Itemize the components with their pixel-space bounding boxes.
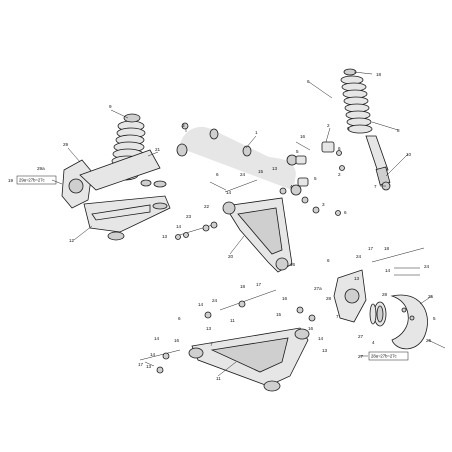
- label-16-lower: 16: [282, 296, 288, 301]
- small-hardware-cluster: [279, 141, 345, 216]
- label-11-lower: 11: [230, 318, 235, 323]
- label-3-top: 3: [182, 123, 185, 128]
- label-20: 20: [228, 254, 234, 259]
- label-5-right: 5: [314, 176, 317, 181]
- label-29: 29: [63, 142, 69, 147]
- left-reference-text: 29a~27b~27c: [19, 178, 45, 183]
- knuckle-hub-assembly: 28a~27b~27c: [333, 247, 428, 361]
- label-13-knuckle: 13: [354, 276, 360, 281]
- part-labels: 9 29 21 29a 19 12 3 1 6 24 15 13 14 22 2…: [8, 72, 436, 381]
- label-6-knuckle: 6: [327, 258, 330, 263]
- label-16-top: 16: [300, 134, 306, 139]
- label-27-box: 27: [358, 354, 364, 359]
- label-14-lower: 14: [198, 302, 204, 307]
- label-14-far: 14: [150, 352, 156, 357]
- label-27a: 27a: [314, 286, 322, 291]
- label-28-hub: 28: [382, 292, 388, 297]
- label-3-right: 3: [322, 202, 325, 207]
- right-shock-assembly: [340, 68, 391, 191]
- left-upper-arm: [79, 149, 161, 191]
- label-7-lower: 7: [210, 342, 213, 347]
- label-19: 19: [8, 178, 14, 183]
- label-13-far: 13: [146, 364, 152, 369]
- label-17-knuckle: 17: [368, 246, 374, 251]
- label-16-center: 16: [290, 262, 296, 267]
- label-18-knuckle: 18: [384, 246, 390, 251]
- label-14-left: 14: [176, 224, 182, 229]
- label-17-far: 17: [138, 362, 144, 367]
- left-shock-assembly: 29a~27b~27c: [16, 113, 171, 241]
- label-4: 4: [290, 184, 293, 189]
- label-18-top: 18: [376, 72, 382, 77]
- label-6-low: 6: [344, 210, 347, 215]
- label-14-knuckle: 14: [385, 268, 391, 273]
- label-4-hub: 4: [372, 340, 375, 345]
- label-25: 25: [428, 294, 434, 299]
- label-21: 21: [155, 147, 161, 152]
- label-7-hub: 7: [336, 314, 339, 319]
- label-13-lower: 13: [206, 326, 212, 331]
- upper-a-arm: [175, 179, 293, 273]
- label-2: 2: [327, 123, 330, 128]
- label-7-upper: 7: [374, 184, 377, 189]
- label-14-hub: 14: [318, 336, 324, 341]
- right-reference-text: 28a~27b~27c: [371, 354, 397, 359]
- label-17-lower: 17: [256, 282, 262, 287]
- label-13-upper: 13: [272, 166, 278, 171]
- leader-lines: [51, 71, 446, 377]
- label-13-left: 13: [162, 234, 168, 239]
- stabilizer-bar: [176, 122, 302, 196]
- label-28-mid: 28: [326, 296, 332, 301]
- label-15-lower: 15: [276, 312, 282, 317]
- label-5: 5: [296, 149, 299, 154]
- label-6-lower: 6: [178, 316, 181, 321]
- label-29a: 29a: [37, 166, 45, 171]
- label-26: 26: [426, 338, 432, 343]
- lower-a-arm: [139, 289, 316, 392]
- right-reference-box: [368, 351, 409, 361]
- label-22: 22: [204, 204, 210, 209]
- label-13-hub: 13: [322, 348, 328, 353]
- label-16-hub: 16: [308, 326, 314, 331]
- label-11: 11: [216, 376, 221, 381]
- label-18-lower: 18: [240, 284, 246, 289]
- left-reference-box: [16, 175, 57, 185]
- label-5-disc: 5: [433, 316, 436, 321]
- label-6-right: 6: [338, 146, 341, 151]
- label-1: 1: [255, 130, 258, 135]
- label-15: 15: [258, 169, 264, 174]
- label-14-left-lower: 14: [154, 336, 160, 341]
- label-24-far: 24: [424, 264, 430, 269]
- label-12: 12: [69, 238, 75, 243]
- label-6-topright: 6: [307, 79, 310, 84]
- label-24-knuckle: 24: [356, 254, 362, 259]
- label-10: 10: [406, 152, 412, 157]
- label-27-hub: 27: [358, 334, 364, 339]
- label-6-mid: 6: [347, 126, 350, 131]
- label-6-center: 6: [216, 172, 219, 177]
- label-24-lower: 24: [212, 298, 218, 303]
- label-8: 8: [397, 128, 400, 133]
- label-23: 23: [186, 214, 192, 219]
- label-24-center: 24: [240, 172, 246, 177]
- label-9-left: 9: [109, 104, 112, 109]
- label-14-center: 14: [226, 190, 232, 195]
- label-16-left-lower: 16: [174, 338, 180, 343]
- label-2-right: 2: [338, 172, 341, 177]
